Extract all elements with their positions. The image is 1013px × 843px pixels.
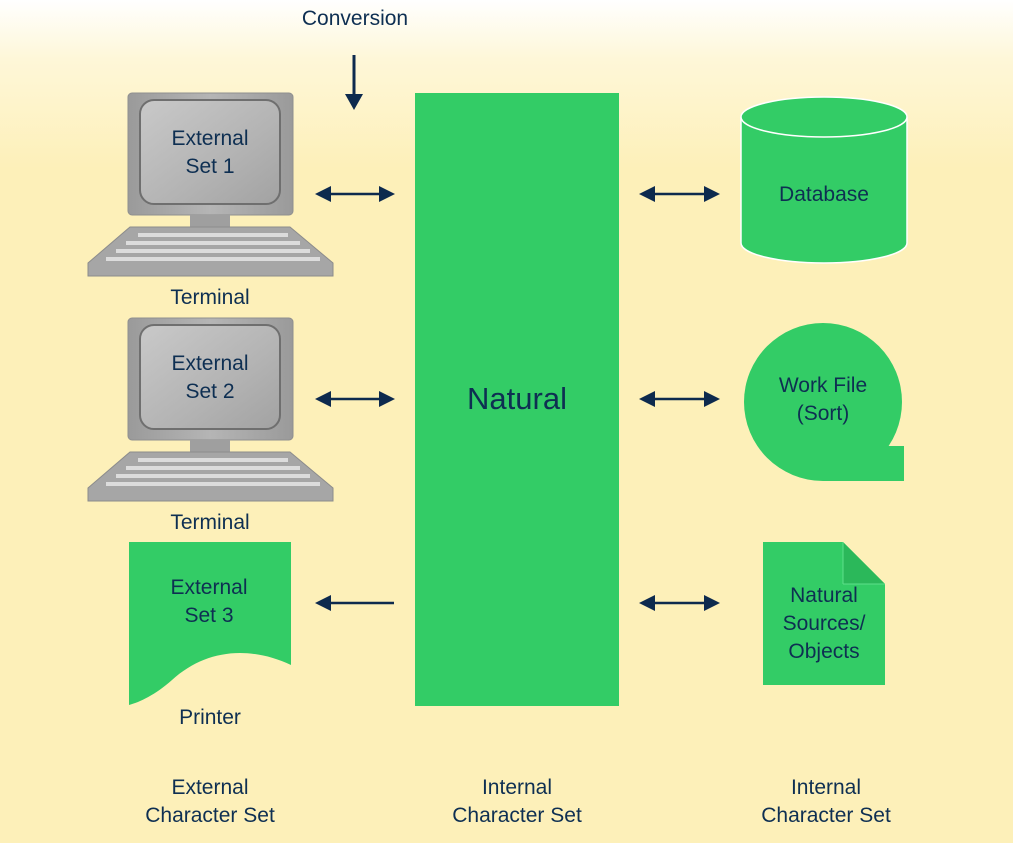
printer-line1: External	[170, 576, 248, 599]
printer-page-icon	[129, 542, 291, 705]
terminal-1-line1: External	[171, 127, 249, 150]
arrow-natural-database	[639, 186, 720, 202]
footer-center-line1: Internal	[481, 776, 553, 799]
terminal-1-caption: Terminal	[170, 286, 250, 309]
terminal-2-caption: Terminal	[170, 511, 250, 534]
terminal-1-screen-text: External Set 1	[140, 125, 280, 181]
arrow-natural-sources	[639, 595, 720, 611]
conversion-label: Conversion	[301, 7, 409, 30]
terminal-1-line2: Set 1	[185, 155, 235, 178]
footer-left-line2: Character Set	[145, 804, 275, 827]
arrow-natural-printer	[315, 595, 394, 611]
arrow-terminal1-natural	[315, 186, 395, 202]
printer-page-text: External Set 3	[129, 574, 289, 630]
footer-right-line1: Internal	[790, 776, 862, 799]
terminal-2-line1: External	[171, 352, 249, 375]
sources-text: Natural Sources/ Objects	[763, 582, 885, 666]
work-file-icon	[744, 323, 904, 481]
database-icon	[740, 96, 908, 264]
sources-document-icon	[763, 542, 885, 685]
sources-line2: Sources/	[782, 612, 866, 635]
footer-center: Internal Character Set	[417, 774, 617, 830]
sources-line3: Objects	[788, 640, 860, 663]
terminal-1-icon	[87, 92, 334, 277]
work-file-text: Work File (Sort)	[744, 372, 902, 428]
arrow-natural-workfile	[639, 391, 720, 407]
natural-label: Natural	[467, 381, 567, 416]
sources-line1: Natural	[790, 584, 858, 607]
arrow-terminal2-natural	[315, 391, 395, 407]
terminal-2-icon	[87, 317, 334, 502]
footer-center-line2: Character Set	[452, 804, 582, 827]
work-file-line1: Work File	[778, 374, 868, 397]
printer-caption: Printer	[179, 706, 241, 729]
work-file-line2: (Sort)	[796, 402, 850, 425]
conversion-arrow	[345, 55, 363, 110]
footer-left-line1: External	[171, 776, 249, 799]
footer-right: Internal Character Set	[726, 774, 926, 830]
database-label: Database	[779, 183, 869, 206]
footer-left: External Character Set	[110, 774, 310, 830]
printer-line2: Set 3	[184, 604, 234, 627]
terminal-2-screen-text: External Set 2	[140, 350, 280, 406]
terminal-2-line2: Set 2	[185, 380, 235, 403]
natural-block	[415, 93, 619, 706]
footer-right-line2: Character Set	[761, 804, 891, 827]
